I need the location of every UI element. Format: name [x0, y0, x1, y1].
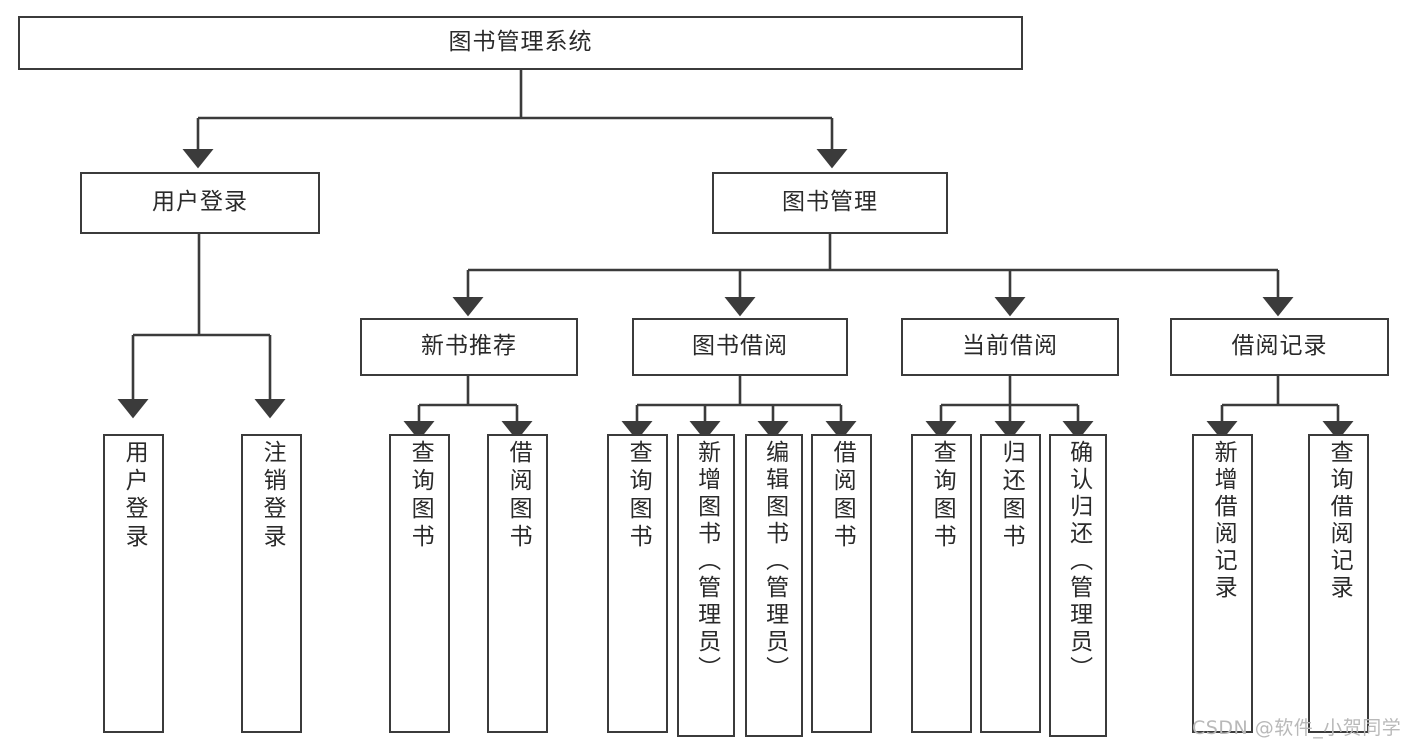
- node-book-manage-label: 图书管理: [782, 189, 878, 216]
- node-user-login[interactable]: 用户登录: [80, 172, 320, 234]
- leaf-borrow-book-b[interactable]: 借阅图书: [811, 434, 872, 733]
- node-borrow-record[interactable]: 借阅记录: [1170, 318, 1389, 376]
- leaf-add-book[interactable]: 新增图书（管理员）: [677, 434, 735, 737]
- leaf-user-login-label: 用户登录: [121, 440, 148, 552]
- leaf-query-book-b-label: 查询图书: [625, 440, 652, 552]
- leaf-query-book-b[interactable]: 查询图书: [607, 434, 668, 733]
- leaf-logout-label: 注销登录: [259, 440, 286, 552]
- leaf-query-record[interactable]: 查询借阅记录: [1308, 434, 1369, 733]
- node-book-borrow-label: 图书借阅: [692, 333, 788, 360]
- leaf-borrow-book-b-label: 借阅图书: [829, 440, 856, 552]
- leaf-confirm-return-label: 确认归还（管理员）: [1065, 440, 1092, 683]
- leaf-confirm-return[interactable]: 确认归还（管理员）: [1049, 434, 1107, 737]
- leaf-query-book-a-label: 查询图书: [407, 440, 434, 552]
- node-current-borrow[interactable]: 当前借阅: [901, 318, 1119, 376]
- leaf-add-record-label: 新增借阅记录: [1210, 440, 1237, 602]
- node-new-book-rec[interactable]: 新书推荐: [360, 318, 578, 376]
- leaf-add-book-label: 新增图书（管理员）: [693, 440, 720, 683]
- watermark: CSDN @软件_小贺同学: [1192, 717, 1402, 739]
- leaf-query-book-c-label: 查询图书: [929, 440, 956, 552]
- leaf-query-book-a[interactable]: 查询图书: [389, 434, 450, 733]
- leaf-edit-book-label: 编辑图书（管理员）: [761, 440, 788, 683]
- leaf-query-record-label: 查询借阅记录: [1326, 440, 1353, 602]
- node-user-login-label: 用户登录: [152, 189, 248, 216]
- leaf-return-book[interactable]: 归还图书: [980, 434, 1041, 733]
- leaf-logout[interactable]: 注销登录: [241, 434, 302, 733]
- leaf-edit-book[interactable]: 编辑图书（管理员）: [745, 434, 803, 737]
- node-borrow-record-label: 借阅记录: [1231, 333, 1328, 360]
- node-new-book-rec-label: 新书推荐: [421, 333, 517, 360]
- leaf-borrow-book-a[interactable]: 借阅图书: [487, 434, 548, 733]
- node-book-manage[interactable]: 图书管理: [712, 172, 948, 234]
- leaf-add-record[interactable]: 新增借阅记录: [1192, 434, 1253, 733]
- leaf-return-book-label: 归还图书: [998, 440, 1025, 552]
- node-current-borrow-label: 当前借阅: [962, 333, 1058, 360]
- leaf-query-book-c[interactable]: 查询图书: [911, 434, 972, 733]
- leaf-user-login[interactable]: 用户登录: [103, 434, 164, 733]
- node-root[interactable]: 图书管理系统: [18, 16, 1023, 70]
- node-book-borrow[interactable]: 图书借阅: [632, 318, 848, 376]
- node-root-label: 图书管理系统: [448, 29, 593, 56]
- leaf-borrow-book-a-label: 借阅图书: [505, 440, 532, 552]
